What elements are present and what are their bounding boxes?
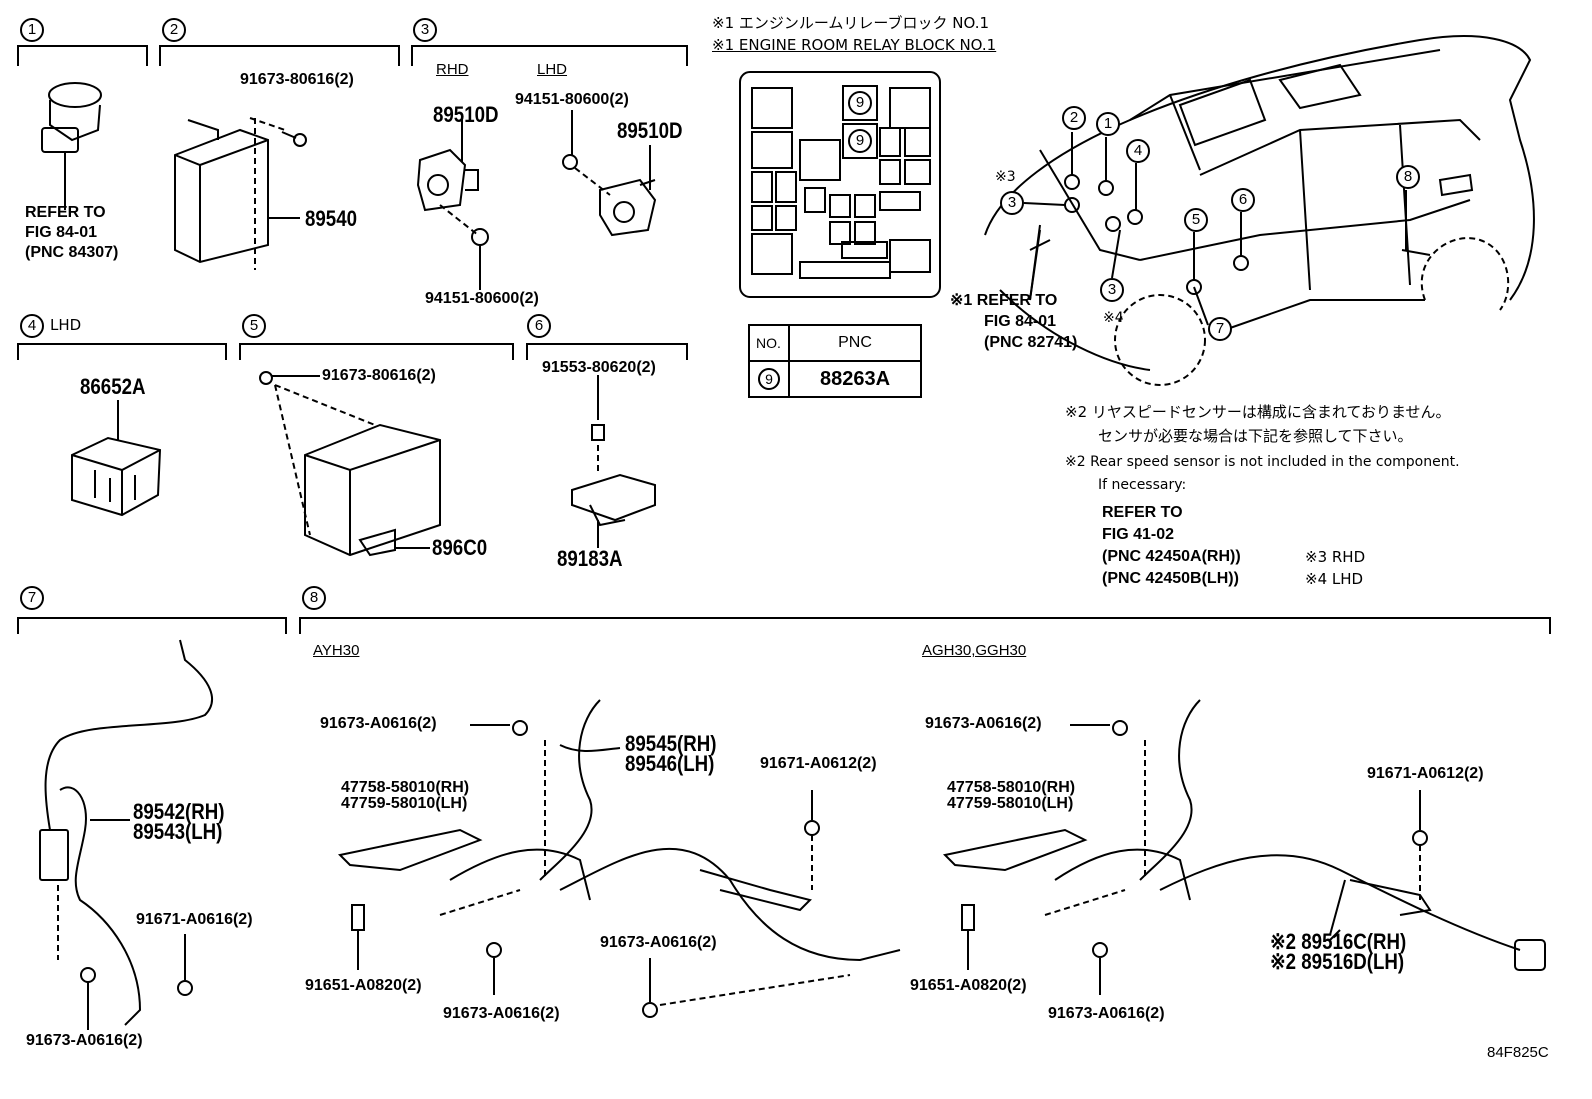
note-en-line1: ※2 Rear speed sensor is not included in … — [1065, 454, 1460, 470]
sec4-part-label: 86652A — [80, 374, 146, 399]
vehicle-mark-4: ※4 — [1103, 310, 1124, 326]
section-number-1: 1 — [20, 18, 44, 42]
pnc-table-row-no: 9 — [758, 368, 780, 390]
sec1-refer-line3: (PNC 84307) — [25, 244, 119, 261]
sec7-part-lh-label: 89543(LH) — [133, 819, 223, 844]
sec3-rhd-label: RHD — [436, 61, 469, 78]
ecu-896c0-drawing — [259, 371, 441, 557]
agh30-bracket-rh-label: 47758-58010(RH) — [947, 779, 1076, 796]
ayh30-bracket-rh-label: 47758-58010(RH) — [341, 779, 470, 796]
ayh30-bolt-left-label: 91651-A0820(2) — [305, 977, 422, 994]
steering-angle-sensor-drawing — [41, 82, 102, 210]
leader-lines — [559, 744, 1341, 941]
agh30-bracket-lh-label: 47759-58010(LH) — [947, 795, 1074, 812]
section-number-3: 3 — [413, 18, 437, 42]
ayh30-bolt-top-label: 91673-A0616(2) — [320, 715, 437, 732]
vehicle-refer-line2: FIG 84-01 — [984, 313, 1057, 330]
agh30-bolt-right-label: 91671-A0612(2) — [1367, 765, 1484, 782]
vehicle-callout-2: 2 — [1062, 106, 1086, 130]
note-mark4-lhd: ※4 LHD — [1305, 570, 1364, 588]
sec1-refer-line1: REFER TO — [25, 204, 106, 221]
sec5-part-label: 896C0 — [432, 535, 488, 560]
section-number-6: 6 — [527, 314, 551, 338]
section-number-2: 2 — [162, 18, 186, 42]
vehicle-callout-3b: 3 — [1100, 278, 1124, 302]
sec6-bolt-label: 91553-80620(2) — [542, 359, 656, 376]
agh30-bolt-left-label: 91651-A0820(2) — [910, 977, 1027, 994]
ayh30-wire-lh-label: 89546(LH) — [625, 751, 715, 776]
sec3-lhd-label: LHD — [537, 61, 568, 78]
ecu-89540-drawing — [174, 117, 307, 270]
sec6-part-label: 89183A — [557, 546, 623, 571]
vehicle-callout-5: 5 — [1184, 208, 1208, 232]
drawing-code: 84F825C — [1487, 1044, 1549, 1061]
agh30-sensor-rh-label: ※2 89516C(RH) — [1270, 929, 1407, 954]
section-number-8: 8 — [302, 586, 326, 610]
pnc-table-row-pnc: 88263A — [788, 360, 922, 398]
front-speed-sensor-wire-drawing — [39, 639, 214, 1030]
ayh30-bolt-right-label: 91671-A0612(2) — [760, 755, 877, 772]
sec1-refer-line2: FIG 84-01 — [25, 224, 98, 241]
agh30-sensor-lh-label: ※2 89516D(LH) — [1270, 949, 1405, 974]
sec7-part-rh-label: 89542(RH) — [133, 799, 225, 824]
sec3-rhd-nut-label: 94151-80600(2) — [425, 290, 539, 307]
vehicle-outline-drawing — [984, 35, 1535, 386]
note-jp-line2: センサが必要な場合は下記を参照して下さい。 — [1098, 427, 1413, 445]
sec2-part-label: 89540 — [305, 206, 358, 231]
agh30-bolt-bottom-label: 91673-A0616(2) — [1048, 1005, 1165, 1022]
ayh30-bolt-bottom-label: 91673-A0616(2) — [443, 1005, 560, 1022]
note-ref-line3: (PNC 42450A(RH)) — [1102, 548, 1241, 565]
note-ref-line2: FIG 41-02 — [1102, 526, 1175, 543]
note-ref-line1: REFER TO — [1102, 504, 1183, 521]
ayh30-wire-rh-label: 89545(RH) — [625, 731, 717, 756]
relay-slot-9a: 9 — [848, 91, 872, 115]
vehicle-refer-line3: (PNC 82741) — [984, 334, 1078, 351]
pnc-table-header-pnc: PNC — [788, 324, 922, 362]
section-brackets — [17, 45, 1551, 634]
ayh30-bracket-lh-label: 47759-58010(LH) — [341, 795, 468, 812]
pnc-table-row-no-cell: 9 — [748, 360, 790, 398]
sensor-89183a-drawing — [571, 375, 656, 548]
relay-86652a-drawing — [71, 400, 162, 517]
ayh30-wire-drawing — [337, 699, 901, 1018]
note-ref-line4: (PNC 42450B(LH)) — [1102, 570, 1239, 587]
vehicle-mark-3: ※3 — [995, 169, 1016, 185]
note-jp-line1: ※2 リヤスピードセンサーは構成に含まれておりません。 — [1065, 403, 1451, 421]
relay-slot-9b: 9 — [848, 129, 872, 153]
vehicle-callout-8: 8 — [1396, 165, 1420, 189]
section-4-label: LHD — [50, 316, 82, 334]
ayh30-label: AYH30 — [313, 642, 360, 659]
section-number-5: 5 — [242, 314, 266, 338]
vehicle-refer-line1: ※1 REFER TO — [950, 292, 1058, 309]
section-number-4: 4 — [20, 314, 44, 338]
ayh30-bolt-mid-label: 91673-A0616(2) — [600, 934, 717, 951]
sec3-lhd-part-label: 89510D — [617, 118, 683, 143]
relay-block-drawing — [739, 71, 941, 298]
sec7-bolt2-label: 91673-A0616(2) — [26, 1032, 143, 1049]
note-en-line2: If necessary: — [1098, 477, 1187, 493]
vehicle-callout-4: 4 — [1126, 139, 1150, 163]
relay-title-jp: ※1 エンジンルームリレーブロック NO.1 — [712, 14, 990, 32]
relay-title-en: ※1 ENGINE ROOM RELAY BLOCK NO.1 — [712, 36, 997, 54]
sec3-rhd-part-label: 89510D — [433, 102, 499, 127]
section-number-7: 7 — [20, 586, 44, 610]
sec7-bolt1-label: 91671-A0616(2) — [136, 911, 253, 928]
yaw-sensor-drawings — [416, 110, 657, 290]
agh30-wire-drawing — [942, 699, 1546, 995]
pnc-table: NO. PNC 9 88263A — [748, 324, 922, 398]
note-mark3-rhd: ※3 RHD — [1305, 548, 1366, 566]
agh30-label: AGH30,GGH30 — [922, 642, 1027, 659]
pnc-table-header-no: NO. — [748, 324, 790, 362]
sec5-bolt-label: 91673-80616(2) — [322, 367, 436, 384]
sec3-lhd-nut-label: 94151-80600(2) — [515, 91, 629, 108]
vehicle-callout-6: 6 — [1231, 188, 1255, 212]
sec2-bolt-label: 91673-80616(2) — [240, 71, 354, 88]
vehicle-callout-1: 1 — [1096, 112, 1120, 136]
vehicle-callout-3a: 3 — [1000, 191, 1024, 215]
agh30-bolt-top-label: 91673-A0616(2) — [925, 715, 1042, 732]
vehicle-callout-7: 7 — [1208, 317, 1232, 341]
